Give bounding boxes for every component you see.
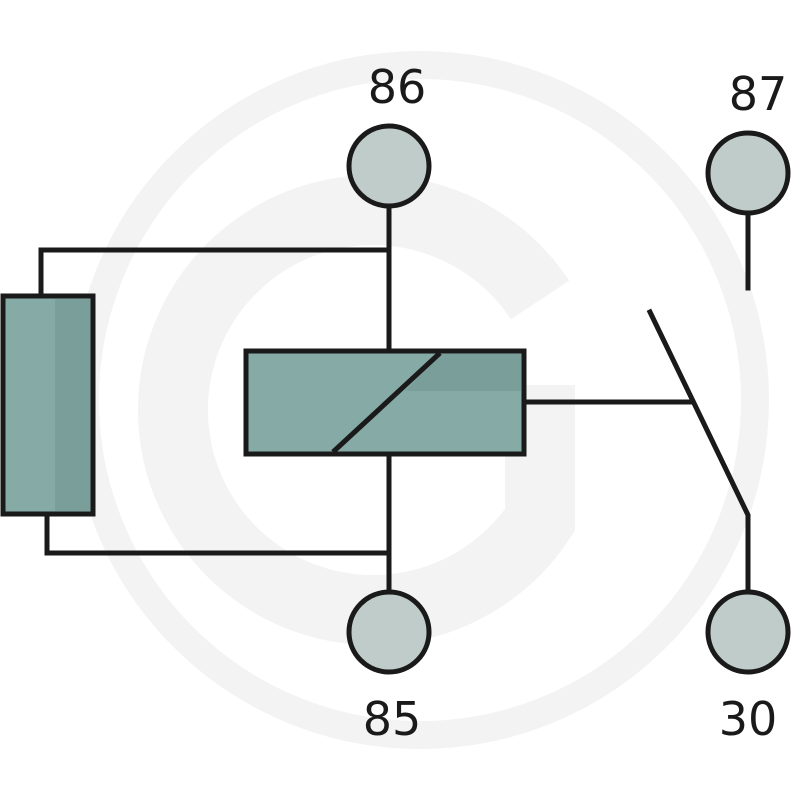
resistor: [0, 293, 96, 517]
terminal-86: [346, 123, 432, 209]
pin-label-85: 85: [363, 692, 422, 746]
switch-blade: [646, 308, 751, 597]
wire-bottom-bus: [44, 510, 392, 556]
pin-label-86: 86: [368, 60, 427, 114]
wire-top-bus: [38, 247, 392, 299]
terminal-85: [346, 589, 432, 675]
terminal-30: [705, 589, 791, 675]
relay-coil: [243, 348, 527, 457]
pin-label-87: 87: [729, 67, 788, 121]
terminals: [346, 123, 791, 675]
wiring: [38, 202, 751, 597]
pin-label-30: 30: [719, 692, 778, 746]
terminal-87: [705, 130, 791, 216]
